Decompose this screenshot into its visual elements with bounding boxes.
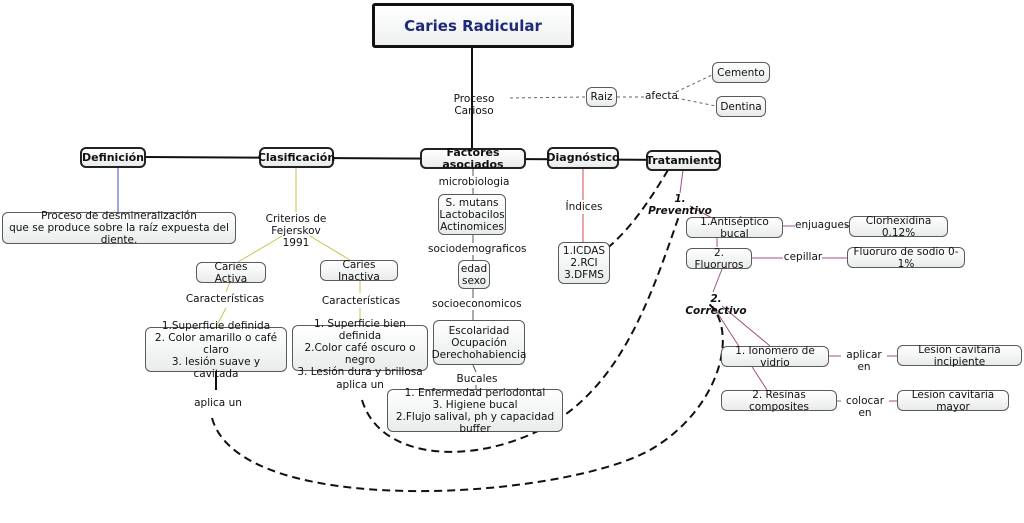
fluoruro-sodio-node[interactable]: Fluoruro de sodio 0-1% <box>847 246 965 270</box>
diagnostico-node[interactable]: Diagnóstico <box>546 147 620 169</box>
socioeconomicos-items[interactable]: Escolaridad Ocupación Derechohabiencia <box>432 320 526 365</box>
correctivo-label: 2. Correctivo <box>685 293 747 317</box>
indices-label: Índices <box>565 201 603 213</box>
afecta-label: afecta <box>645 90 678 102</box>
caries-inactiva-items[interactable]: 1. Superficie bien definida 2.Color café… <box>292 318 428 378</box>
caracteristicas-inactiva-label: Características <box>321 295 401 307</box>
clorhexidina-node[interactable]: Clorhexidina 0.12% <box>849 215 948 239</box>
indices-items[interactable]: 1.ICDAS 2.RCI 3.DFMS <box>558 242 610 284</box>
caries-activa-items[interactable]: 1.Superficie definida 2. Color amarillo … <box>145 320 287 380</box>
sociodemograficos-items[interactable]: edad sexo <box>458 260 490 289</box>
sociodemograficos-label: sociodemograficos <box>428 243 527 255</box>
caries-inactiva-node[interactable]: Caries Inactiva <box>320 259 398 283</box>
microbiologia-label: microbiologia <box>438 176 510 188</box>
aplicar-en-label: aplicar en <box>846 349 882 373</box>
lesion-mayor-node[interactable]: Lesion cavitaria mayor <box>897 389 1009 413</box>
socioeconomicos-label: socioeconomicos <box>432 298 522 310</box>
definicion-node[interactable]: Definición <box>80 147 146 168</box>
proceso-carioso-label: Proceso Carioso <box>453 93 495 117</box>
aplica-inactiva-label: aplica un <box>336 379 384 391</box>
lesion-incipiente-node[interactable]: Lesion cavitaria incipiente <box>897 344 1022 368</box>
microbiologia-items[interactable]: S. mutans Lactobacilos Actinomices <box>438 194 506 235</box>
cemento-node[interactable]: Cemento <box>712 62 770 83</box>
enjuagues-label: enjuagues <box>795 219 850 231</box>
aplica-activa-label: aplica un <box>194 397 242 409</box>
root-node[interactable]: Caries Radicular <box>372 3 574 48</box>
raiz-node[interactable]: Raiz <box>586 87 617 107</box>
cepillar-label: cepillar <box>783 251 823 263</box>
clasificacion-node[interactable]: Clasificación <box>258 147 335 168</box>
definicion-text[interactable]: Proceso de desmineralización que se prod… <box>2 210 236 246</box>
antiseptico-node[interactable]: 1.Antiséptico bucal <box>686 216 783 240</box>
caries-activa-node[interactable]: Caries Activa <box>196 261 266 285</box>
tratamiento-node[interactable]: Tratamiento <box>646 150 721 171</box>
caracteristicas-activa-label: Características <box>185 293 265 305</box>
bucales-items[interactable]: 1. Enfermedad periodontal 3. Higiene buc… <box>387 387 563 435</box>
criterios-label: Criterios de Fejerskov 1991 <box>265 213 327 249</box>
resinas-node[interactable]: 2. Resinas composites <box>721 389 837 413</box>
colocar-en-label: colocar en <box>845 395 885 419</box>
fluoruros-node[interactable]: 2. Fluoruros <box>686 247 752 271</box>
bucales-label: Bucales <box>456 373 498 385</box>
ionomero-node[interactable]: 1. Ionomero de vidrio <box>721 345 829 369</box>
dentina-node[interactable]: Dentina <box>716 96 766 117</box>
factores-node[interactable]: Factores asociados <box>420 146 526 170</box>
preventivo-label: 1. Preventivo <box>648 193 712 217</box>
